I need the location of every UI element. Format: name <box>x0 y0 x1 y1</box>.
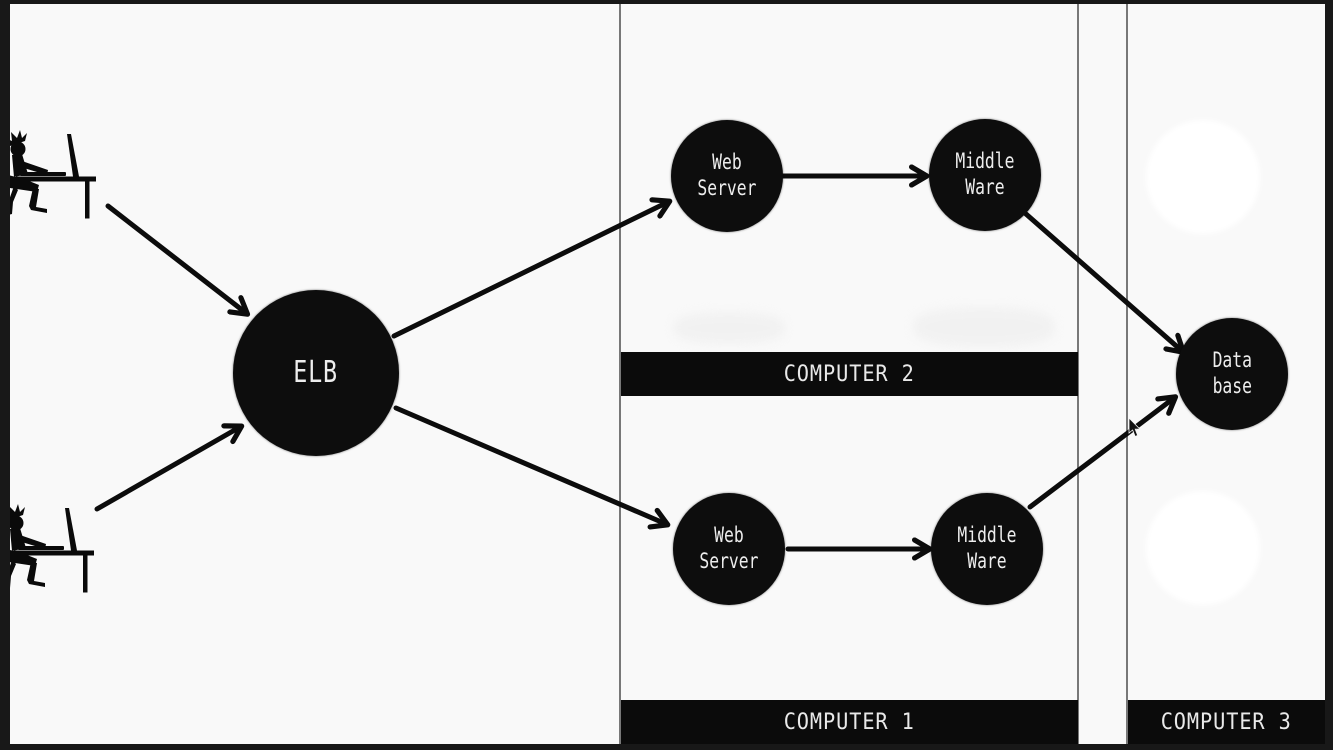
node-web-server-top: Web Server <box>671 120 783 232</box>
zone-bar-computer1-label: COMPUTER 1 <box>783 709 916 735</box>
edge-elb-webserver-bottom <box>393 405 666 524</box>
panel-divider-middle <box>1077 4 1079 744</box>
panel-divider-left <box>619 4 621 744</box>
panel-divider-right <box>1126 4 1128 744</box>
zone-bar-computer3: COMPUTER 3 <box>1128 700 1325 744</box>
node-database-label-line1: Data <box>1212 348 1252 373</box>
diagram-canvas: ELB Web Server Middle Ware Web Server Mi… <box>10 4 1325 744</box>
node-middleware-top-label-line2: Ware <box>965 175 1005 199</box>
edge-user1-elb <box>105 203 246 313</box>
node-web-server-top-label-line1: Web <box>712 150 742 175</box>
node-database: Data base <box>1176 318 1288 430</box>
node-elb: ELB <box>233 290 399 456</box>
background-smudge <box>913 307 1055 347</box>
zone-bar-computer1: COMPUTER 1 <box>621 700 1078 744</box>
node-elb-label: ELB <box>293 354 339 390</box>
ghost-circle-artifact <box>1146 120 1260 234</box>
edge-elb-webserver-top <box>391 202 668 339</box>
ghost-circle-artifact <box>1146 491 1260 605</box>
user-at-desk-icon <box>10 130 96 219</box>
node-web-server-top-label-line2: Server <box>697 176 757 200</box>
frame-border-right <box>1325 0 1333 750</box>
node-middleware-top-label-line1: Middle <box>955 149 1015 174</box>
node-database-label-line2: base <box>1212 374 1252 398</box>
node-middleware-bottom: Middle Ware <box>931 493 1043 605</box>
background-smudge <box>673 312 785 344</box>
mouse-cursor <box>1128 418 1141 438</box>
frame-border-top <box>0 0 1333 4</box>
user-at-desk-icon <box>10 504 94 593</box>
zone-bar-computer3-label: COMPUTER 3 <box>1160 709 1293 735</box>
edge-user2-elb <box>94 427 240 512</box>
zone-bar-computer2-label: COMPUTER 2 <box>783 361 916 387</box>
zone-bar-computer2: COMPUTER 2 <box>621 352 1078 396</box>
node-middleware-bottom-label-line2: Ware <box>967 549 1007 573</box>
frame-border-left <box>0 0 10 750</box>
edges-layer <box>94 4 1325 744</box>
node-web-server-bottom-label-line1: Web <box>714 523 744 548</box>
frame-border-bottom <box>0 744 1333 750</box>
edge-middleware-top-database <box>1023 211 1182 351</box>
node-middleware-bottom-label-line1: Middle <box>957 523 1017 548</box>
node-middleware-top: Middle Ware <box>929 119 1041 231</box>
node-web-server-bottom-label-line2: Server <box>699 549 759 573</box>
edge-middleware-bottom-database <box>1027 398 1174 510</box>
node-web-server-bottom: Web Server <box>673 493 785 605</box>
